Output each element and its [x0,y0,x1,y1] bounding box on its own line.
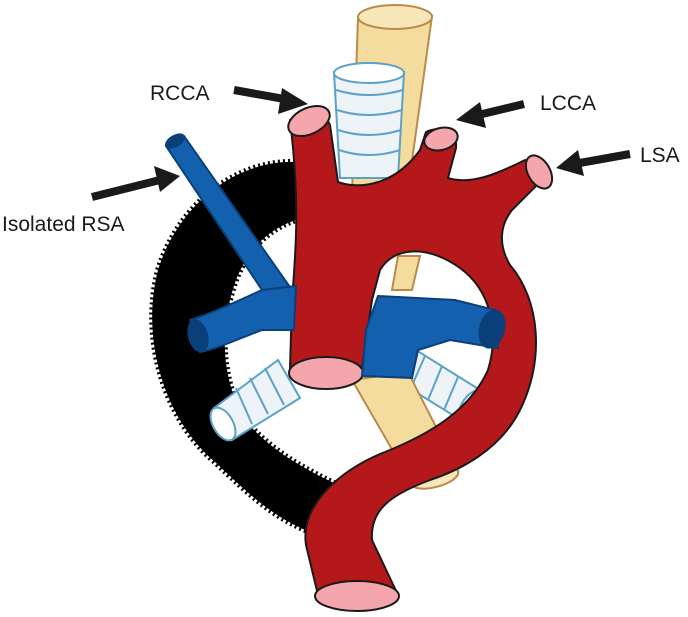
trachea-upper [332,62,406,179]
vascular-ring-black [149,158,348,538]
label-lcca: LCCA [540,92,596,115]
label-rcca: RCCA [150,82,210,105]
aorta [287,104,554,612]
arrow-isolated-rsa [91,166,180,201]
trachea-lower [209,343,487,442]
arrow-lcca [456,100,525,128]
label-lsa: LSA [640,144,680,167]
label-isolated-rsa: Isolated RSA [2,213,125,236]
pulmonary-vessels [187,284,506,380]
arrow-rcca [233,86,308,114]
arrow-lsa [556,150,631,176]
